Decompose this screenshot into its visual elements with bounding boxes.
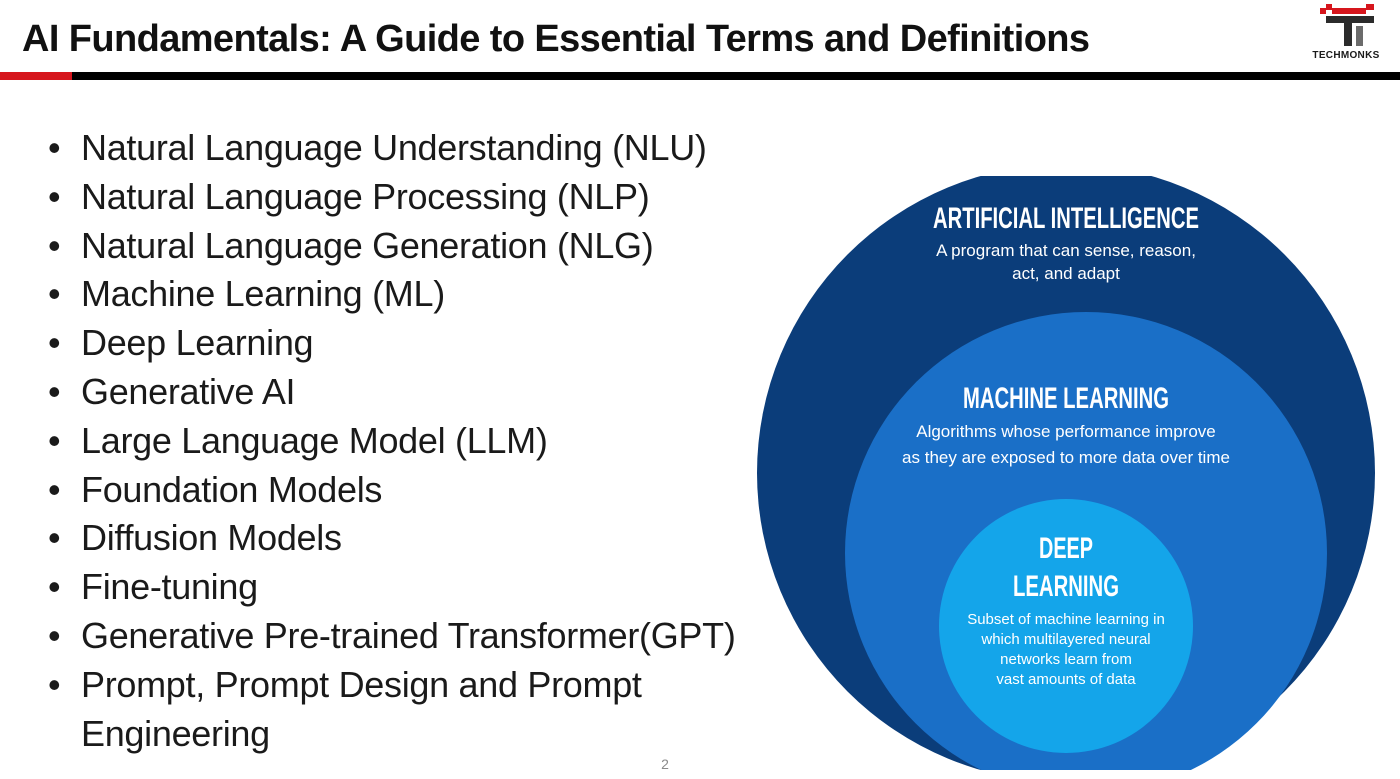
list-item: •Machine Learning (ML) [48,270,778,319]
ai-description-line: act, and adapt [1012,264,1120,283]
bullet-icon: • [48,322,61,364]
ai-heading: ARTIFICIAL INTELLIGENCE [933,202,1199,235]
bullet-icon: • [48,175,61,217]
dl-description-line: networks learn from [1000,651,1132,668]
list-item: •Generative AI [48,368,778,417]
bullet-icon: • [48,468,61,510]
terms-bullet-list: •Natural Language Understanding (NLU) •N… [48,124,778,758]
bullet-icon: • [48,614,61,656]
slide-title: AI Fundamentals: A Guide to Essential Te… [22,18,1090,60]
dl-description-line: vast amounts of data [996,671,1136,688]
list-item: •Large Language Model (LLM) [48,417,778,466]
list-item: •Fine-tuning [48,563,778,612]
bullet-icon: • [48,224,61,266]
list-item: •Natural Language Understanding (NLU) [48,124,778,173]
list-item: •Foundation Models [48,466,778,515]
dl-description-line: Subset of machine learning in [967,611,1165,628]
ml-description-line: Algorithms whose performance improve [916,422,1216,441]
bullet-icon: • [48,419,61,461]
bullet-icon: • [48,517,61,559]
bullet-icon: • [48,566,61,608]
list-item: •Generative Pre-trained Transformer(GPT) [48,612,778,661]
bullet-icon: • [48,663,61,705]
techmonks-logo-icon [1320,4,1374,46]
dl-description-line: which multilayered neural [980,631,1150,648]
title-rule [72,72,1400,80]
ml-description-line: as they are exposed to more data over ti… [902,448,1230,467]
logo-wordmark: TECHMONKS [1312,50,1380,61]
list-item: •Natural Language Generation (NLG) [48,222,778,271]
dl-circle [939,499,1193,753]
ai-description-line: A program that can sense, reason, [936,241,1196,260]
dl-heading-line: LEARNING [1013,570,1119,603]
bullet-icon: • [48,273,61,315]
page-number: 2 [661,756,669,772]
ml-heading: MACHINE LEARNING [963,382,1169,415]
list-item: •Natural Language Processing (NLP) [48,173,778,222]
ai-ml-dl-nested-diagram: ARTIFICIAL INTELLIGENCE A program that c… [756,176,1376,770]
bullet-icon: • [48,127,61,168]
dl-heading-line: DEEP [1039,532,1093,565]
title-rule-red-accent [0,72,72,80]
bullet-icon: • [48,370,61,412]
list-item: •Deep Learning [48,319,778,368]
list-item: •Prompt, Prompt Design and Prompt Engine… [48,661,778,759]
list-item: •Diffusion Models [48,514,778,563]
